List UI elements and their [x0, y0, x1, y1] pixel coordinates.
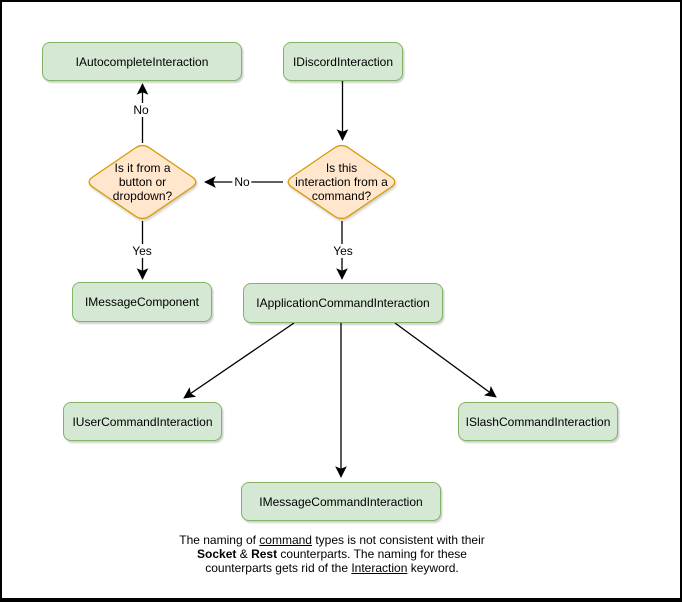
node-iapplicationcommandinteraction: IApplicationCommandInteraction [243, 283, 443, 323]
decision-from-button-line2: button or [118, 175, 167, 189]
note-text: types is not consistent with their [311, 533, 485, 547]
decision-from-command-label: Is this interaction from a command? [282, 161, 402, 203]
note-text: & [236, 547, 252, 561]
naming-note-line3: counterparts gets rid of the Interaction… [171, 561, 493, 575]
decision-from-button-line1: Is it from a [114, 161, 171, 175]
node-islashcommandinteraction: ISlashCommandInteraction [458, 402, 618, 441]
decision-from-button-line3: dropdown? [112, 189, 173, 203]
note-underline-command: command [259, 533, 312, 547]
note-bold-socket: Socket [197, 547, 237, 561]
edge-label-yes-to-app-command: Yes [331, 244, 355, 258]
note-underline-interaction: Interaction [351, 561, 408, 575]
node-idiscordinteraction: IDiscordInteraction [283, 42, 403, 81]
decision-from-button-shape [88, 144, 197, 220]
note-text: counterparts. The naming for these [277, 547, 467, 561]
decision-from-command-line3: command? [311, 189, 372, 203]
note-text: keyword. [407, 561, 459, 575]
naming-note: The naming of command types is not consi… [171, 533, 493, 575]
decision-from-button-label: Is it from a button or dropdown? [83, 161, 203, 203]
decision-from-command-shape [287, 144, 396, 220]
edge-label-no-to-button-question: No [232, 175, 252, 189]
note-text: counterparts gets rid of the [205, 561, 352, 575]
edge-app-command-to-user-command [183, 322, 295, 399]
node-iusercommandinteraction: IUserCommandInteraction [63, 402, 222, 441]
node-iautocompleteinteraction: IAutocompleteInteraction [42, 42, 242, 81]
node-imessagecomponent: IMessageComponent [72, 282, 212, 322]
naming-note-line1: The naming of command types is not consi… [171, 533, 493, 547]
note-bold-rest: Rest [251, 547, 278, 561]
node-imessagecommandinteraction: IMessageCommandInteraction [241, 482, 441, 521]
decision-from-command-line2: interaction from a [295, 175, 388, 189]
note-text: The naming of [179, 533, 260, 547]
edge-label-yes-to-message-component: Yes [130, 244, 154, 258]
edge-label-no-to-autocomplete: No [131, 103, 151, 117]
edge-app-command-to-slash-command [394, 322, 497, 398]
naming-note-line2: Socket & Rest counterparts. The naming f… [171, 547, 493, 561]
decision-from-command-line1: Is this [325, 161, 358, 175]
